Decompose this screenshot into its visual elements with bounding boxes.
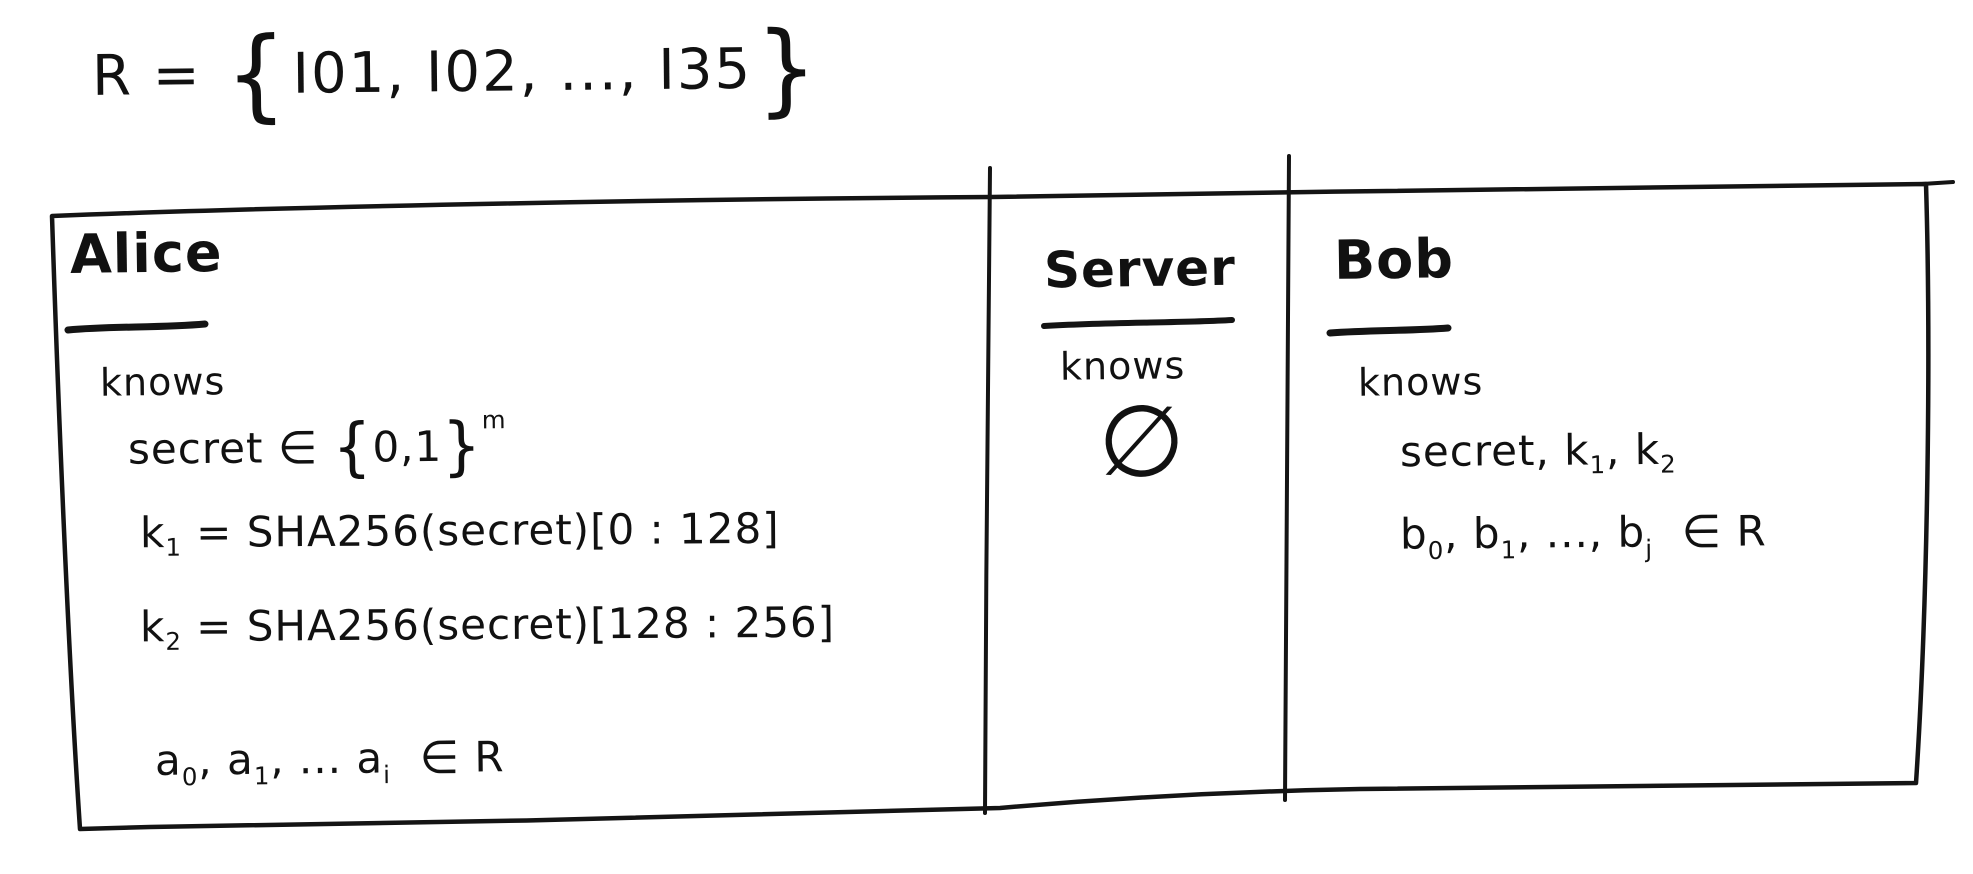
column-divider-alice-server — [983, 166, 992, 815]
set-definition-formula: R = {I01, I02, ..., I35} — [91, 9, 820, 134]
outer-border — [49, 181, 1931, 832]
bob-title: Bob — [1333, 227, 1455, 292]
alice-title-underline — [64, 320, 209, 334]
bob-title-underline — [1326, 324, 1452, 337]
server-title-underline — [1041, 317, 1235, 329]
alice-knows-label: knows — [99, 359, 226, 405]
alice-title: Alice — [69, 220, 223, 287]
top-right-corner-tick — [1920, 180, 1955, 186]
bob-knows-label: knows — [1357, 359, 1484, 405]
column-divider-server-bob — [1283, 154, 1291, 802]
alice-secret-line: secret ∈ {0,1}m — [127, 405, 507, 485]
empty-set-symbol: ∅ — [1095, 380, 1189, 503]
server-title: Server — [1043, 238, 1237, 300]
